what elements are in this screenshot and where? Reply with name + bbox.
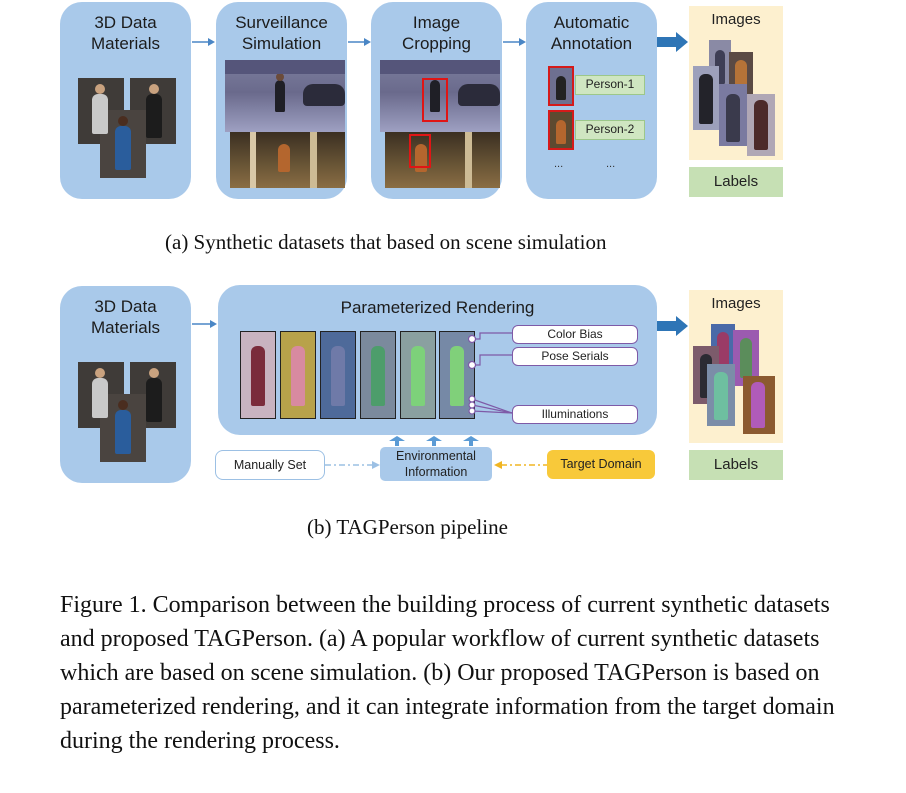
target-domain-box: Target Domain xyxy=(547,450,655,479)
rendered-person-2-image xyxy=(280,331,316,419)
arrow-right-icon xyxy=(503,38,526,46)
output-images-label: Images xyxy=(711,295,761,312)
ellipsis: ... xyxy=(606,158,616,170)
caption-b: (b) TAGPerson pipeline xyxy=(307,515,508,539)
character-models-image xyxy=(78,362,176,462)
stage-image-cropping: Image Cropping xyxy=(371,2,502,199)
ellipsis: ... xyxy=(554,158,564,170)
stage-title: Surveillance Simulation xyxy=(235,13,328,53)
output-images-box: Images xyxy=(689,290,783,443)
up-arrows-icon xyxy=(389,436,479,446)
forest-scene-crop-image xyxy=(385,132,500,188)
person-crop-1-image xyxy=(548,66,574,106)
output-images-box: Images xyxy=(689,6,783,160)
environmental-information-box: Environmental Information xyxy=(380,447,492,481)
character-models-image xyxy=(78,78,176,178)
annotation-tag-person-1: Person-1 xyxy=(575,75,645,95)
big-arrow-right-icon xyxy=(657,32,688,52)
stage-parameterized-rendering: Parameterized Rendering Color Bias Pose … xyxy=(218,285,657,435)
dashed-arrow-left-icon xyxy=(494,461,547,469)
forest-scene-image xyxy=(230,132,345,188)
stage-title: 3D Data Materials xyxy=(91,13,160,53)
arrow-right-icon xyxy=(348,38,371,46)
param-pose-serials: Pose Serials xyxy=(512,347,638,366)
stage-title: Image Cropping xyxy=(402,13,471,53)
big-arrow-right-icon xyxy=(657,316,688,336)
street-scene-image xyxy=(225,60,345,132)
street-scene-crop-image xyxy=(380,60,500,132)
parameter-connectors xyxy=(467,332,513,415)
output-images-label: Images xyxy=(711,11,761,28)
rendering-title: Parameterized Rendering xyxy=(340,298,535,317)
stage-3d-materials: 3D Data Materials xyxy=(60,286,191,483)
bounding-box xyxy=(422,78,448,122)
arrow-right-icon xyxy=(192,320,217,328)
stage-automatic-annotation: Automatic Annotation Person-1 Person-2 .… xyxy=(526,2,657,199)
caption-a: (a) Synthetic datasets that based on sce… xyxy=(165,230,607,254)
output-labels-box: Labels xyxy=(689,167,783,197)
arrow-right-icon xyxy=(192,38,215,46)
annotation-tag-person-2: Person-2 xyxy=(575,120,645,140)
param-illuminations: Illuminations xyxy=(512,405,638,424)
rendered-person-4-image xyxy=(360,331,396,419)
manually-set-box: Manually Set xyxy=(215,450,325,480)
rendered-person-5-image xyxy=(400,331,436,419)
rendered-person-3-image xyxy=(320,331,356,419)
person-crop-2-image xyxy=(548,110,574,150)
rendered-person-1-image xyxy=(240,331,276,419)
output-labels-box: Labels xyxy=(689,450,783,480)
dashed-arrow-right-icon xyxy=(325,461,380,469)
bounding-box xyxy=(409,134,431,168)
stage-surveillance-simulation: Surveillance Simulation xyxy=(216,2,347,199)
figure-caption: Figure 1. Comparison between the buildin… xyxy=(60,592,835,754)
stage-3d-materials: 3D Data Materials xyxy=(60,2,191,199)
param-color-bias: Color Bias xyxy=(512,325,638,344)
stage-title: Automatic Annotation xyxy=(550,13,633,53)
stage-title: 3D Data Materials xyxy=(91,297,160,337)
